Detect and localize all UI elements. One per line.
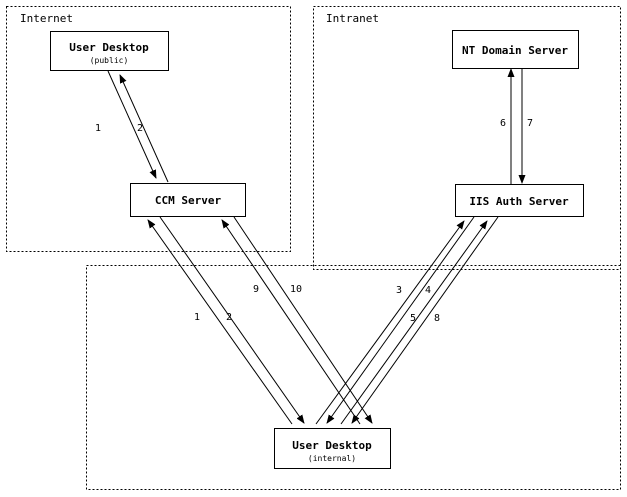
zone-boundaries: Internet Intranet [6,6,621,490]
edge-label-7: 7 [527,118,533,129]
edge-step-labels: 1 2 6 7 9 10 1 2 3 4 5 8 [95,118,533,324]
zone-bottom-border [86,265,621,490]
node-subtitle-user-desktop-internal: (internal) [308,454,356,463]
flow-group-ccm-internal-right [221,216,373,425]
node-box-iis-auth-server[interactable] [455,184,584,217]
node-ccm-server[interactable]: CCM Server [130,183,246,217]
flow-group-ccm-internal-left [147,216,305,425]
flow-group-iis-internal-b [340,216,499,425]
node-box-ccm-server[interactable] [130,183,246,217]
flow-line-1-internal [147,219,293,425]
node-title-ccm-server: CCM Server [155,194,222,207]
zone-label-intranet: Intranet [326,12,379,25]
flow-line-8 [351,216,499,424]
node-title-user-desktop-public: User Desktop [69,41,149,54]
node-user-desktop-public[interactable]: User Desktop (public) [50,31,169,71]
flow-line-3 [315,220,465,425]
flow-line-9 [221,219,361,425]
edge-label-8: 8 [434,313,440,324]
edge-label-5: 5 [410,313,416,324]
edge-label-6: 6 [500,118,506,129]
node-user-desktop-internal[interactable]: User Desktop (internal) [274,428,391,469]
node-box-nt-domain-server[interactable] [452,30,579,69]
node-title-nt-domain-server: NT Domain Server [462,44,568,57]
edge-label-2-top: 2 [137,123,143,134]
edge-label-1-bottom: 1 [194,312,200,323]
edge-label-2-bottom: 2 [226,312,232,323]
node-box-user-desktop-internal[interactable] [274,428,391,469]
zone-label-internet: Internet [20,12,73,25]
node-title-iis-auth-server: IIS Auth Server [469,195,569,208]
flow-group-public-ccm [107,70,169,183]
flow-line-4 [326,216,475,424]
zone-intranet-border [313,6,621,270]
edge-label-10: 10 [290,284,302,295]
node-nt-domain-server[interactable]: NT Domain Server [452,30,579,69]
edge-label-9: 9 [253,284,259,295]
flow-line-2-internal [159,216,305,424]
edge-label-4: 4 [425,285,431,296]
flow-line-2-public [119,74,169,183]
edge-label-1-top: 1 [95,123,101,134]
flow-group-iis-internal-a [315,216,475,425]
node-box-user-desktop-public[interactable] [50,31,169,71]
flow-group-iis-ntdomain [507,68,526,184]
node-subtitle-user-desktop-public: (public) [90,56,129,65]
edge-label-3: 3 [396,285,402,296]
flow-line-10 [233,216,373,424]
zone-internet-border [6,6,291,252]
flow-line-5 [340,220,488,425]
flow-line-1-public [107,70,157,179]
node-title-user-desktop-internal: User Desktop [292,439,372,452]
node-iis-auth-server[interactable]: IIS Auth Server [455,184,584,217]
